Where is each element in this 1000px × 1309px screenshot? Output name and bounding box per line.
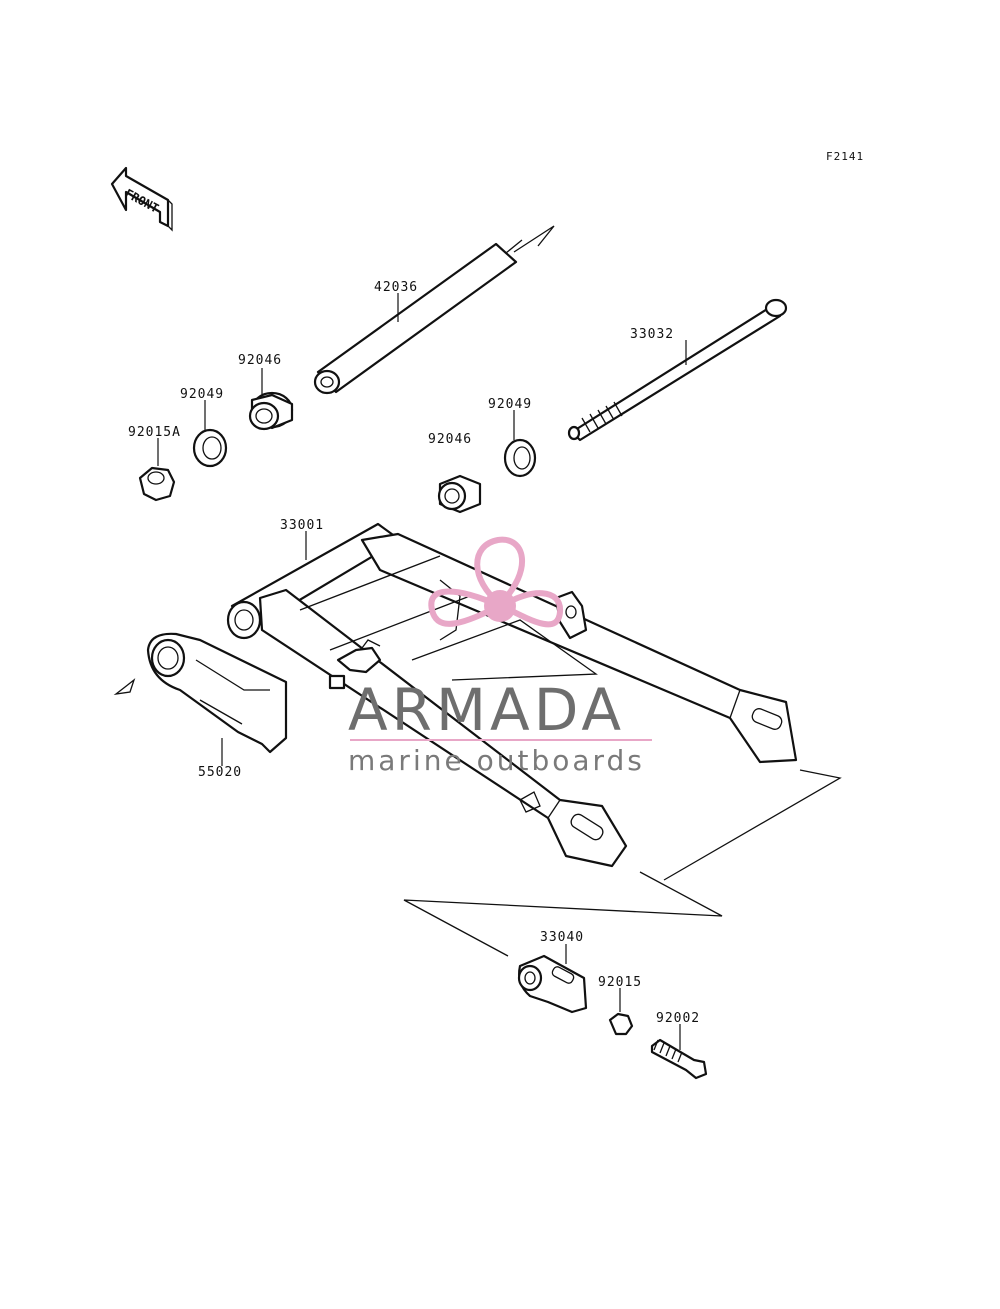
oil-seal-92049-left [192,428,228,468]
bolt-92002 [650,1038,708,1080]
front-arrow-icon: FRONT [110,166,173,232]
propeller-logo-icon [428,536,564,628]
label-92002: 92002 [656,1011,700,1026]
label-92046-left: 92046 [238,353,282,368]
needle-bearing-92046-left [248,391,294,431]
label-33040: 33040 [540,930,584,945]
reference-lines [403,769,842,957]
nut-92015 [608,1012,634,1036]
label-33032: 33032 [630,327,674,342]
label-92015A: 92015A [128,425,181,440]
watermark-tagline: marine outboards [348,744,645,777]
pivot-sleeve-42036 [313,225,555,395]
label-42036: 42036 [374,280,418,295]
label-92049-left: 92049 [180,387,224,402]
watermark-brand: ARMADA [348,676,625,744]
label-92049-right: 92049 [488,397,532,412]
chain-adjuster-33040 [517,954,588,1014]
label-92015: 92015 [598,975,642,990]
oil-seal-92049-right [503,438,537,478]
pivot-shaft-33032 [567,298,788,442]
watermark: ARMADA marine outboards [348,536,652,777]
diagram-code: F2141 [826,150,864,163]
label-55020: 55020 [198,765,242,780]
label-33001: 33001 [280,518,324,533]
needle-bearing-92046-right [437,474,482,514]
label-92046-right: 92046 [428,432,472,447]
nut-92015A [138,466,176,502]
chain-guard-55020 [113,632,288,754]
swingarm-33001 [226,522,798,868]
